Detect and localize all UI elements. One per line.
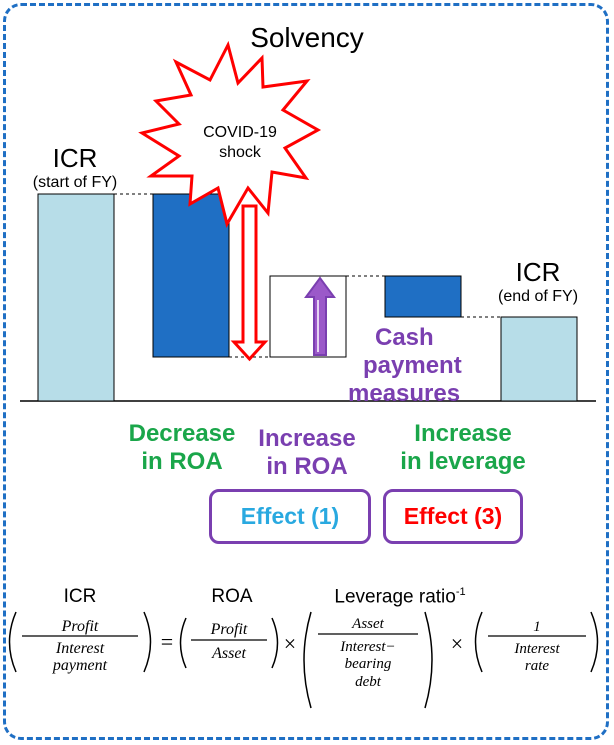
category-increase-leverage: Increase in leverage bbox=[400, 420, 526, 475]
f2-denominator: Asset bbox=[211, 645, 246, 662]
f4-denominator-2: rate bbox=[525, 658, 550, 674]
cash-payment-label: Cash payment measures bbox=[348, 324, 462, 407]
f4-denominator-1: Interest bbox=[513, 641, 560, 657]
bar-icr-start bbox=[37, 193, 115, 402]
f1-denominator-1: Interest bbox=[55, 640, 105, 657]
cash-arrow bbox=[304, 276, 336, 356]
f1-denominator-2: payment bbox=[52, 657, 108, 674]
category-decrease-roa: Decrease in ROA bbox=[128, 420, 236, 475]
times-sign-2: × bbox=[451, 631, 463, 656]
f3-denominator-1: Interest− bbox=[339, 639, 395, 655]
effect-3-label: Effect (3) bbox=[403, 503, 503, 529]
f2-numerator: Profit bbox=[210, 621, 248, 638]
bar-increase-leverage bbox=[384, 275, 462, 318]
f3-denominator-2: bearing bbox=[345, 656, 392, 672]
fraction-icr: Profit Interest payment bbox=[8, 611, 152, 674]
f4-numerator: 1 bbox=[533, 619, 541, 635]
fraction-rate: 1 Interest rate bbox=[474, 611, 599, 674]
f1-numerator: Profit bbox=[61, 618, 99, 635]
formula-roa-label: ROA bbox=[211, 586, 253, 607]
formula-icr-label: ICR bbox=[63, 586, 97, 607]
category-increase-roa: Increase in ROA bbox=[258, 425, 356, 480]
f3-denominator-3: debt bbox=[355, 674, 382, 690]
fraction-leverage: Asset Interest− bearing debt bbox=[303, 611, 433, 709]
formula-leverage-label: Leverage ratio-1 bbox=[334, 586, 466, 608]
icr-start-label: ICR (start of FY) bbox=[32, 143, 118, 191]
panel-title: Solvency bbox=[250, 22, 364, 53]
shock-starburst bbox=[138, 40, 322, 228]
bar-icr-end bbox=[500, 316, 578, 402]
times-sign-1: × bbox=[284, 631, 296, 656]
fraction-roa: Profit Asset bbox=[179, 617, 279, 669]
f3-numerator: Asset bbox=[351, 616, 384, 632]
effect-3-box: Effect (3) bbox=[383, 489, 523, 544]
bar-increase-roa bbox=[269, 275, 347, 358]
effect-1-label: Effect (1) bbox=[240, 503, 340, 529]
shock-arrow bbox=[230, 204, 269, 362]
equals-sign: = bbox=[161, 629, 173, 654]
bar-decrease-roa bbox=[152, 193, 230, 358]
icr-end-label: ICR (end of FY) bbox=[497, 257, 579, 305]
effect-1-box: Effect (1) bbox=[209, 489, 371, 544]
shock-label: COVID-19 shock bbox=[203, 124, 277, 161]
panel-frame bbox=[3, 3, 609, 740]
